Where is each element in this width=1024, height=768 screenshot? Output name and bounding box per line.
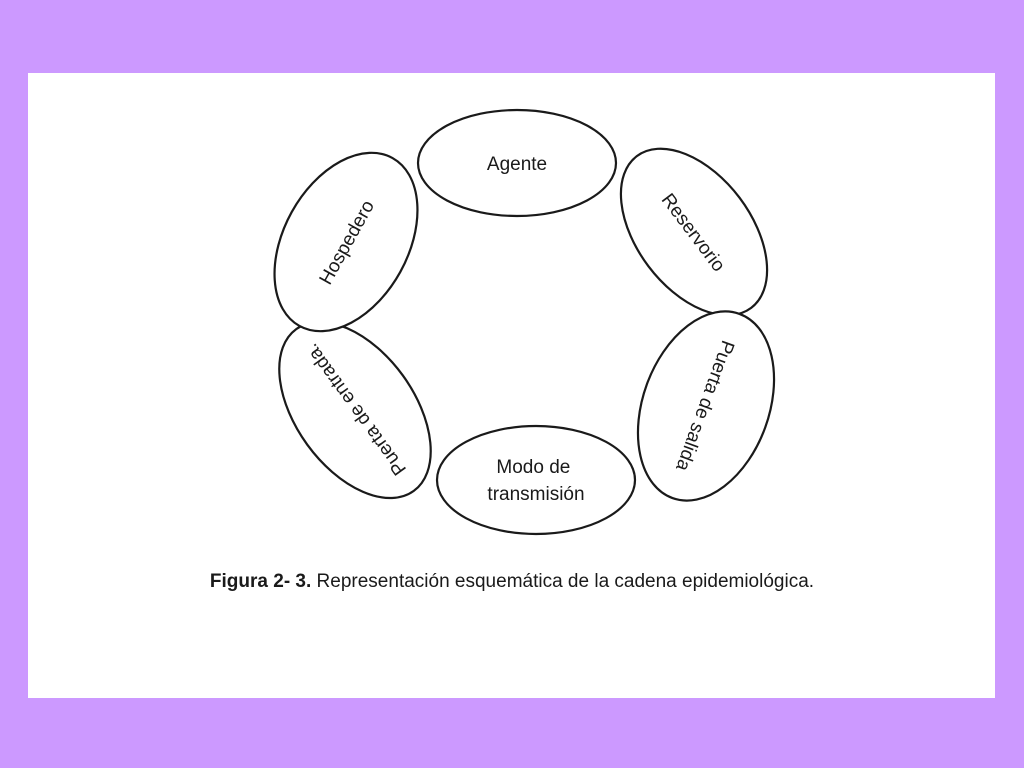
node-reservorio: Reservorio — [619, 147, 769, 317]
node-puerta-entrada-shape — [278, 320, 432, 500]
node-hospedero-shape — [273, 151, 419, 333]
node-reservorio-shape — [619, 147, 769, 317]
node-agente-shape — [416, 108, 618, 218]
node-modo-transmision-label: Modo de transmisión — [487, 457, 584, 505]
node-modo-transmision-line-2: transmisión — [487, 484, 584, 505]
figure-caption-prefix: Figura 2- 3. — [209, 571, 312, 592]
node-puerta-salida: Puerta de salida — [636, 310, 776, 502]
node-modo-transmision: Modo de transmisión — [435, 424, 637, 536]
node-agente-label: Agente — [487, 154, 547, 175]
node-puerta-salida-shape — [636, 310, 776, 502]
figure-caption: Figura 2- 3. Representación esquemática … — [0, 571, 1024, 593]
node-modo-transmision-shape — [435, 424, 637, 536]
node-hospedero: Hospedero — [273, 151, 419, 333]
figure-caption-text: Representación esquemática de la cadena … — [311, 571, 815, 592]
node-puerta-entrada: Puerta de entrada. — [278, 320, 432, 500]
node-modo-transmision-line-1: Modo de — [496, 457, 570, 478]
node-agente: Agente — [416, 108, 618, 218]
